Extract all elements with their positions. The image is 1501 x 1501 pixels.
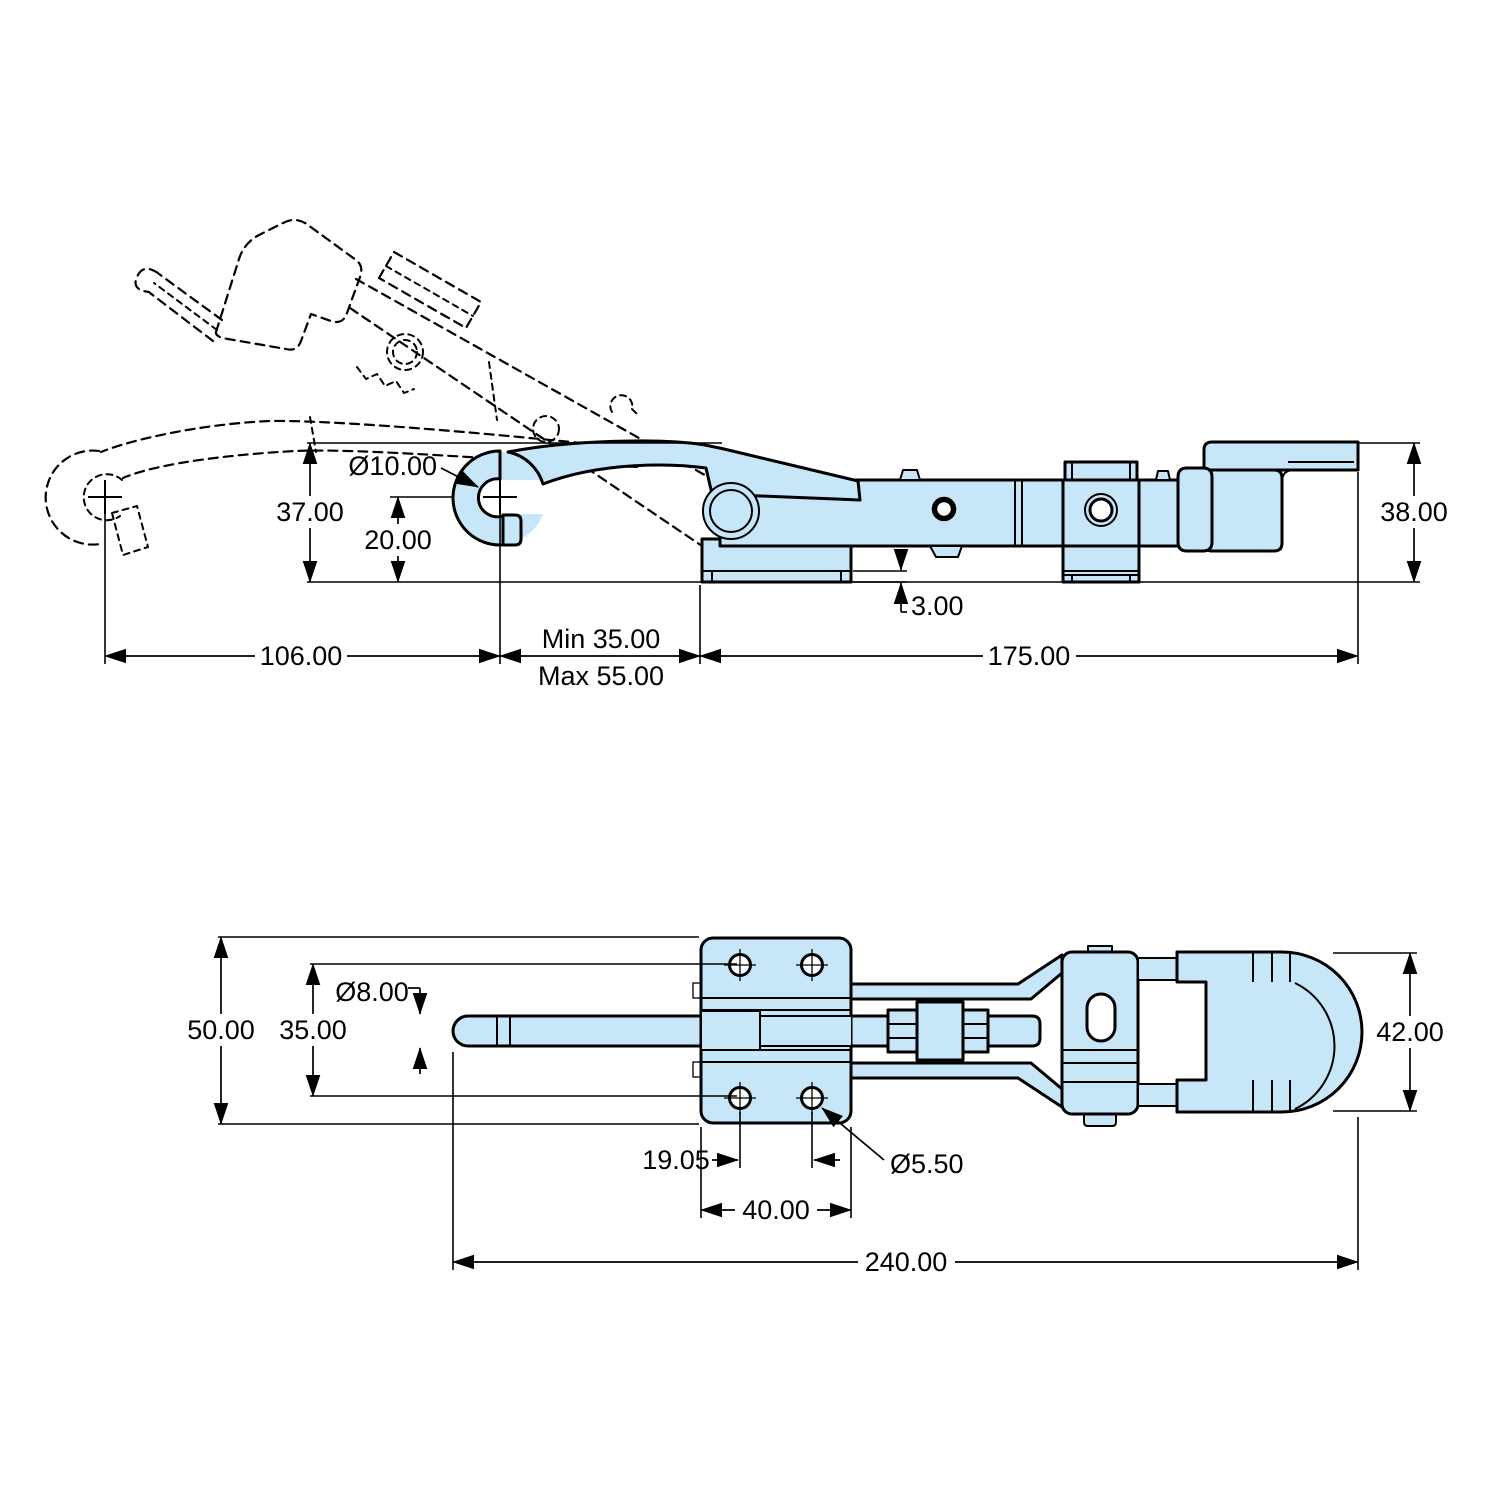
phantom-spring-eye: [609, 394, 640, 417]
phantom-rod-upper-edge: [99, 419, 630, 454]
lever-strap-top: [849, 953, 1064, 1001]
hook-shank: [506, 439, 862, 502]
mounting-hole: [724, 949, 756, 981]
dim-label-pin-diameter: Ø10.00: [348, 451, 437, 481]
dim-label-hole-column-spacing: 19.05: [642, 1145, 710, 1175]
dim-label-rod-diameter: Ø8.00: [335, 977, 409, 1007]
dim-catch-height: 38.00: [1374, 442, 1454, 583]
hook-center-mark: [483, 480, 517, 514]
side-view: 37.00 20.00 Ø10.00 106.00 Min: [44, 218, 1454, 691]
nut-block: [915, 1000, 965, 1062]
dim-mounting-hole-diameter: Ø5.50: [821, 1107, 964, 1179]
dim-pin-diameter: Ø10.00: [348, 451, 479, 488]
dim-base-flange: 3.00: [893, 548, 964, 621]
dim-hole-row-spacing: 35.00: [273, 963, 353, 1097]
catch-bracket: [1202, 440, 1360, 553]
phantom-pivot-hole-outer: [386, 333, 424, 371]
phantom-hook-tip: [111, 505, 149, 556]
dim-label-mounting-hole-diameter: Ø5.50: [890, 1149, 964, 1179]
phantom-handle-joint: [488, 361, 498, 421]
dim-label-bracket-width: 50.00: [187, 1015, 255, 1045]
spring-anchor-lug: [899, 469, 921, 481]
phantom-serrations: [356, 366, 415, 394]
dim-label-body-length: 175.00: [988, 641, 1071, 671]
dim-overall-length: 240.00: [452, 1247, 1359, 1278]
handle-link-top: [1137, 957, 1178, 981]
open-hook-center-mark: [88, 480, 122, 514]
catch-top-flange: [1202, 440, 1360, 472]
catch-lower-block: [1202, 468, 1284, 553]
pivot-block: [1060, 945, 1140, 1127]
hex-nut: [961, 1008, 990, 1054]
keeper-top-tab: [1063, 460, 1139, 482]
phantom-pivot-hole-inner: [392, 339, 418, 365]
latch-side-solid: [451, 439, 1360, 584]
pivot-block-bottom-pin: [1083, 1113, 1117, 1127]
pivot-rivet: [702, 482, 760, 540]
dim-label-base-flange: 3.00: [911, 591, 964, 621]
hex-nut: [886, 1008, 919, 1054]
handle-end-tab: [1176, 466, 1214, 553]
dim-label-loop-width: 42.00: [1376, 1017, 1444, 1047]
dim-label-hook-center-drop: 20.00: [364, 525, 432, 555]
bar-top-lug: [1155, 470, 1171, 481]
dim-label-hook-height: 37.00: [276, 497, 344, 527]
dim-label-bracket-length: 40.00: [742, 1195, 810, 1225]
dim-label-hole-row-spacing: 35.00: [279, 1015, 347, 1045]
dim-hook-center-drop: 20.00: [358, 496, 438, 583]
dim-takeup-range: Min 35.00 Max 55.00: [499, 624, 701, 691]
handle-link-bottom: [1137, 1083, 1178, 1107]
dim-rod-diameter: Ø8.00: [335, 977, 428, 1074]
dim-label-open-hook-reach: 106.00: [260, 641, 343, 671]
mounting-hole: [796, 949, 828, 981]
rod-boss: [700, 1010, 761, 1051]
keeper-foot: [1061, 544, 1141, 584]
spring-clip: [929, 545, 963, 558]
phantom-keeper-band-inner: [385, 265, 474, 317]
u-handle: [1175, 950, 1364, 1114]
dim-label-takeup-max: Max 55.00: [538, 661, 664, 691]
dim-label-catch-height: 38.00: [1380, 497, 1448, 527]
keeper-block: [1061, 460, 1141, 584]
hook-tip: [501, 513, 523, 547]
mounting-hole: [796, 1082, 828, 1114]
adjusting-nuts: [886, 1000, 1042, 1062]
phantom-open-position: [44, 218, 737, 556]
lever-strap-bottom: [849, 1061, 1064, 1109]
phantom-link-hole: [532, 415, 560, 443]
plan-view: 50.00 35.00 Ø8.00 42.00: [181, 936, 1450, 1278]
plan-view-dimensions: 50.00 35.00 Ø8.00 42.00: [181, 936, 1450, 1278]
dim-loop-width: 42.00: [1370, 952, 1450, 1112]
mounting-bracket: [692, 936, 853, 1125]
phantom-catch-outline: [214, 218, 363, 351]
phantom-prong-inner: [153, 282, 218, 331]
rod-stub: [986, 1014, 1042, 1048]
pivot-slot: [1085, 992, 1117, 1043]
phantom-handle-lower-edge: [348, 306, 704, 548]
phantom-hook-outer-arc: [44, 449, 102, 546]
latch-plan-solid: [451, 936, 1364, 1127]
dim-hook-height: 37.00: [270, 442, 350, 583]
dim-bracket-width: 50.00: [181, 936, 261, 1125]
dim-body-length: 175.00: [699, 641, 1359, 672]
dim-hole-column-spacing: 19.05: [642, 1145, 840, 1175]
phantom-rod-joint: [309, 416, 317, 453]
phantom-prong: [134, 267, 224, 343]
phantom-hook-inner-arc: [82, 473, 123, 522]
dim-label-takeup-min: Min 35.00: [542, 624, 661, 654]
dim-open-hook-reach: 106.00: [104, 641, 501, 672]
side-view-dimensions: 37.00 20.00 Ø10.00 106.00 Min: [104, 442, 1454, 691]
lever-bar-hole: [931, 496, 957, 522]
phantom-keeper-band: [377, 250, 483, 330]
dim-bracket-length: 40.00: [700, 1195, 852, 1226]
dim-label-overall-length: 240.00: [865, 1247, 948, 1277]
mounting-hole: [724, 1082, 756, 1114]
